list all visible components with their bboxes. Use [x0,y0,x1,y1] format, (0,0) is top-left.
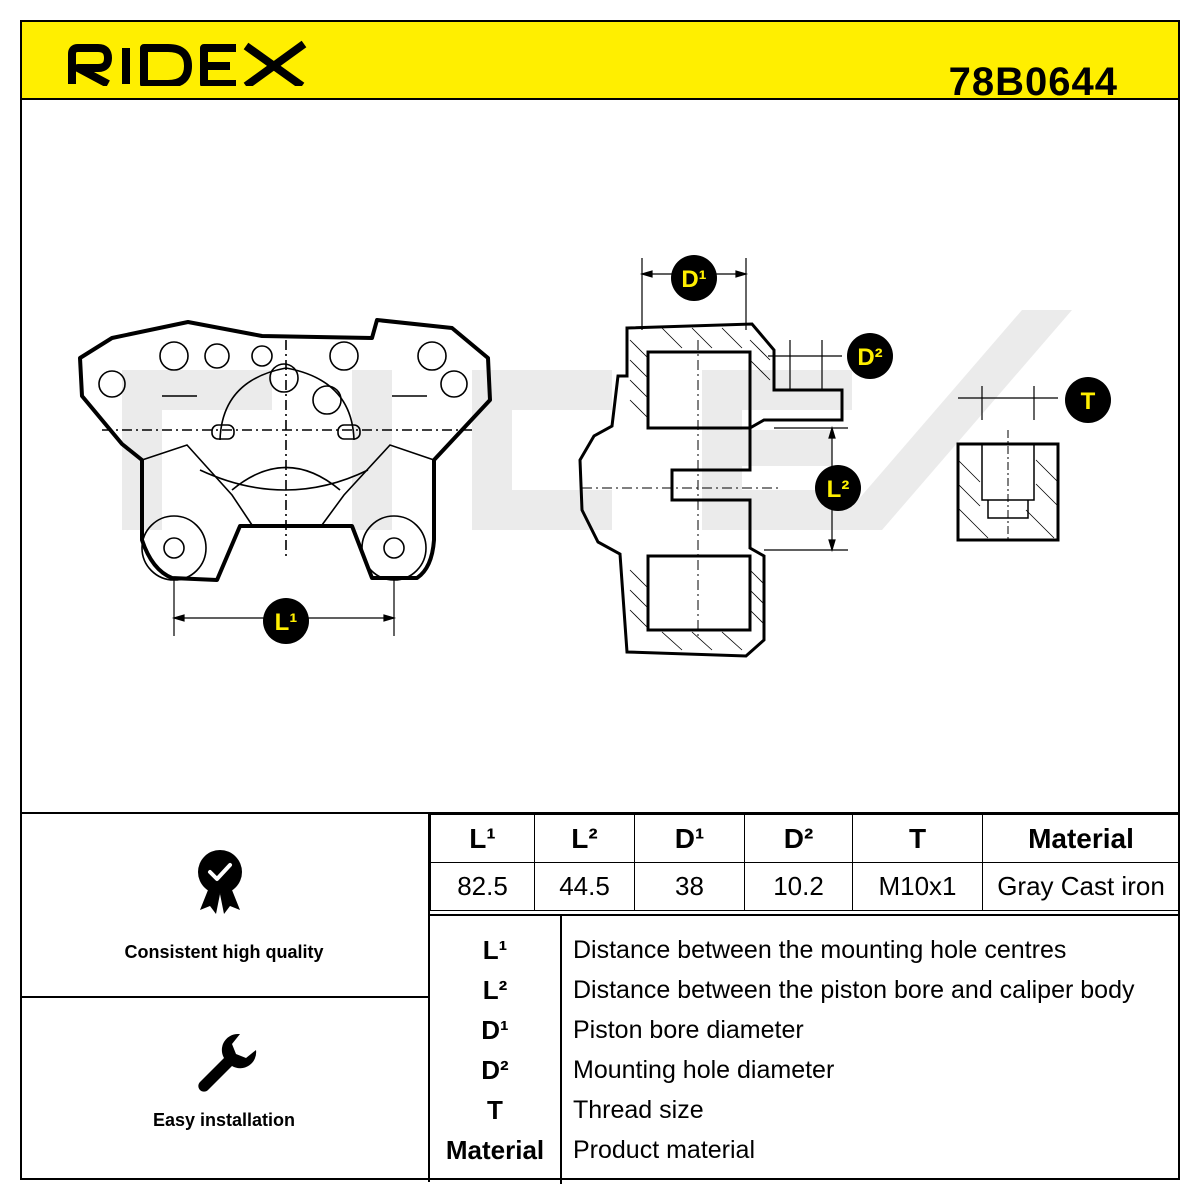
ridex-logo [64,40,314,91]
feature-quality: Consistent high quality [20,814,430,998]
legend-divider [560,916,562,1184]
feature-quality-label: Consistent high quality [124,942,324,962]
callout-l2: L² [815,465,861,511]
spec-header-l1: L¹ [430,814,535,863]
legend-key: D² [481,1055,509,1085]
part-number: 78B0644 [948,60,1118,104]
thread-detail [956,386,1060,542]
legend-row: L¹ Distance between the mounting hole ce… [430,930,1180,970]
spec-header-row: L¹ L² D¹ D² T Material [430,814,1180,863]
spec-value-d1: 38 [634,862,745,911]
feature-installation: Easy installation [20,998,430,1182]
legend-desc: Piston bore diameter [573,1016,804,1044]
spec-header-d1: D¹ [634,814,745,863]
legend-desc: Thread size [573,1096,704,1124]
dimension-d2 [768,340,842,390]
spec-value-t: M10x1 [852,862,983,911]
callout-l1: L¹ [263,598,309,644]
technical-drawing: L¹ D¹ D² L² T [22,100,1178,812]
callout-l2-label: L² [827,476,850,503]
legend-key: T [487,1095,503,1125]
legend-desc: Product material [573,1136,756,1164]
callout-d2: D² [847,333,893,379]
legend-row: Material Product material [430,1130,1180,1170]
legend-row: T Thread size [430,1090,1180,1130]
legend-desc: Distance between the mounting hole centr… [573,936,1067,964]
legend-desc: Mounting hole diameter [573,1056,835,1084]
spec-value-material: Gray Cast iron [982,862,1180,911]
spec-header-material: Material [982,814,1180,863]
legend-row: D¹ Piston bore diameter [430,1010,1180,1050]
ridex-logo-mark [68,40,307,90]
spec-value-d2: 10.2 [744,862,853,911]
callout-d1: D¹ [671,255,717,301]
legend-key: D¹ [481,1015,509,1045]
spec-header-d2: D² [744,814,853,863]
spec-header-t: T [852,814,983,863]
wrench-icon [198,1033,257,1092]
thread-hatching [957,459,1059,539]
spec-table: L¹ L² D¹ D² T Material 82.5 44.5 38 10.2… [430,814,1180,911]
legend-key: L² [482,975,508,1005]
callout-d2-label: D² [857,344,882,371]
quality-badge-icon [198,850,242,914]
caliper-side-section [578,322,844,658]
spec-header-l2: L² [534,814,635,863]
caliper-front-details [98,340,472,581]
callout-l1-label: L¹ [275,609,298,636]
callout-t-label: T [1081,388,1096,415]
legend-desc: Distance between the piston bore and cal… [573,976,1135,1004]
legend-row: L² Distance between the piston bore and … [430,970,1180,1010]
info-panel: Consistent high quality Easy installatio… [20,812,1180,1184]
legend-panel: L¹ Distance between the mounting hole ce… [430,914,1180,1184]
callout-t: T [1065,377,1111,423]
legend-key: Material [445,1135,545,1165]
spec-value-row: 82.5 44.5 38 10.2 M10x1 Gray Cast iron [430,862,1180,911]
spec-value-l2: 44.5 [534,862,635,911]
feature-installation-label: Easy installation [152,1110,296,1130]
spec-value-l1: 82.5 [430,862,535,911]
callout-d1-label: D¹ [681,266,706,293]
side-centerlines [582,340,782,640]
ridex-watermark [122,310,1072,530]
legend-key: L¹ [482,935,508,965]
section-hatching [629,327,771,651]
header-bar: 78B0644 [20,20,1180,104]
caliper-front-view [78,318,492,582]
legend-row: D² Mounting hole diameter [430,1050,1180,1090]
